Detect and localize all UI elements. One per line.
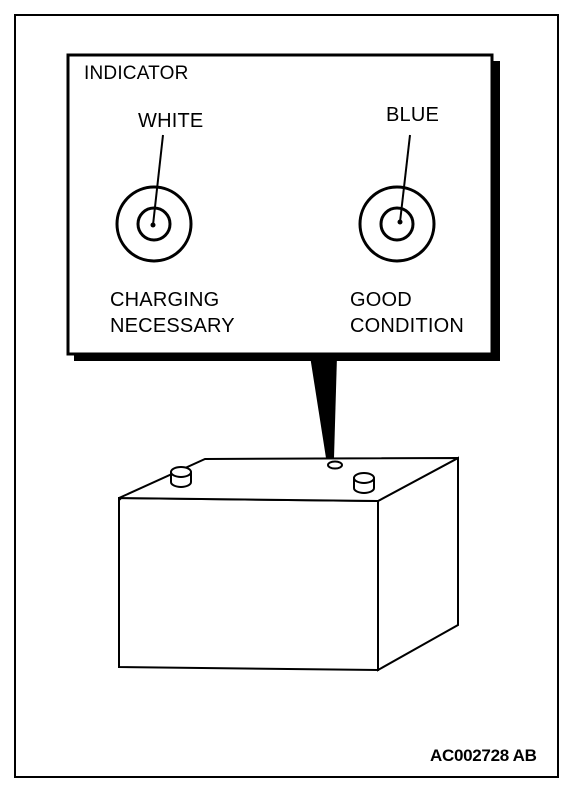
white-label: WHITE	[138, 110, 204, 132]
charging-label-line2: NECESSARY	[110, 315, 235, 337]
figure-code: AC002728 AB	[430, 746, 537, 765]
white-indicator-icon	[115, 134, 193, 263]
indicator-title: INDICATOR	[84, 63, 189, 84]
good-label-line2: CONDITION	[350, 315, 465, 337]
battery-terminal-left	[170, 466, 192, 488]
good-condition-label: GOOD CONDITION	[350, 287, 464, 339]
blue-indicator-icon	[358, 134, 436, 263]
charging-necessary-label: CHARGING NECESSARY	[110, 287, 235, 339]
callout-pointer	[310, 356, 337, 458]
charging-label-line1: CHARGING	[110, 289, 220, 311]
battery-indicator-eye	[327, 460, 343, 470]
blue-label: BLUE	[386, 104, 440, 126]
battery-icon	[118, 456, 459, 672]
battery-terminal-right	[353, 472, 375, 494]
figure-frame	[14, 14, 559, 778]
good-label-line1: GOOD	[350, 289, 412, 311]
